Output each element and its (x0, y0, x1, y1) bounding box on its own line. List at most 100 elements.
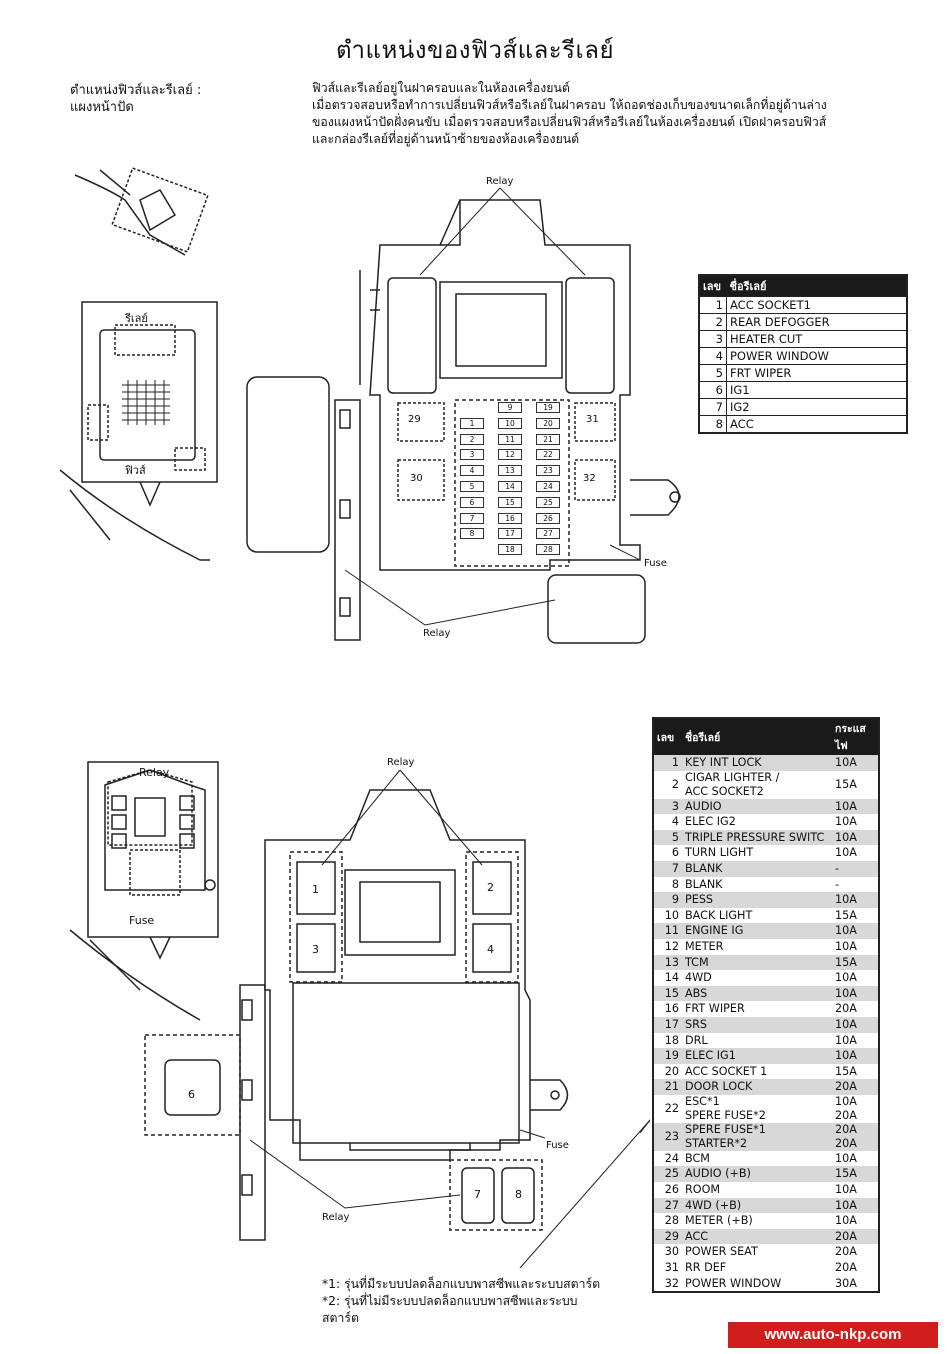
dashboard-sketch-1 (74, 167, 209, 256)
location-label: ตำแหน่งฟิวส์และรีเลย์ : แผงหน้าปัด (70, 83, 202, 115)
fuse-slot-28: 28 (536, 544, 560, 556)
inset-fuse-label-1: ฟิวส์ (125, 464, 146, 477)
relay-number: 6 (698, 381, 727, 399)
fuse-number: 28 (664, 1214, 679, 1228)
relay-8: 8 (515, 1188, 522, 1201)
fuse-slot-21: 21 (536, 433, 560, 445)
fuse-slot-22: 22 (536, 449, 560, 461)
fuse-slot-5: 5 (460, 481, 484, 492)
fuse-number: 12 (664, 939, 679, 953)
fuse-amperage: 15A (832, 1166, 879, 1183)
fuse-number: 30 (664, 1245, 679, 1259)
fuse-box-1 (359, 199, 681, 571)
relay-name: FRT WIPER (726, 364, 908, 382)
fuse-name: DOOR LOCK (682, 1079, 832, 1095)
fuse-amperage: 10A (832, 923, 879, 939)
fuse-number: 19 (653, 1048, 682, 1064)
relay-name: HEATER CUT (726, 330, 908, 348)
fuse-slot-18: 18 (498, 544, 522, 556)
fuse-number: 15 (653, 985, 682, 1002)
fuse-amperage: 20A (835, 1002, 857, 1016)
fuse-name: POWER WINDOW (685, 1276, 782, 1290)
fuse-number: 26 (664, 1183, 679, 1197)
description-line: ฟิวส์และรีเลย์อยู่ในฝาครอบและในห้องเครื่… (312, 81, 570, 95)
fuse-slot-9: 9 (498, 402, 522, 413)
fuse-name: SPERE FUSE*1 STARTER*2 (682, 1122, 832, 1151)
table2-header-name: ชื่อรีเลย์ (682, 718, 832, 755)
fuse-amperage: 10A (835, 1151, 857, 1165)
fuse-slot-14: 14 (498, 481, 522, 492)
fuse-box-diagram-1 (59, 167, 681, 644)
fuse-amperage: 10A (835, 1183, 857, 1197)
fuse-amperage: 10A (832, 985, 879, 1002)
fuse-amperage: 10A (832, 1197, 879, 1214)
fuse-slot-10: 10 (498, 417, 522, 429)
fuse-slot-17: 17 (498, 528, 522, 540)
fuse-name: ENGINE IG (682, 923, 832, 939)
table1-header-name: ชื่อรีเลย์ (726, 275, 907, 297)
fuse-slot-8: 8 (460, 528, 484, 540)
fuse-name: TRIPLE PRESSURE SWITC (682, 829, 832, 846)
fuse-number: 20 (664, 1064, 679, 1078)
relay-name: IG2 (726, 398, 908, 416)
fuse-number: 21 (653, 1079, 682, 1095)
fuse-slot-2: 2 (460, 433, 484, 445)
relay-callout-bottom-2: Relay (322, 1212, 350, 1223)
fuse-slot-27: 27 (536, 528, 560, 540)
fuse-amperage: - (835, 877, 840, 891)
fuse-box-2 (264, 789, 569, 1161)
fuse-name: ESC*1 SPERE FUSE*2 (685, 1094, 766, 1122)
fuse-number: 22 (664, 1102, 679, 1116)
fuse-number: 1 (653, 755, 682, 771)
page-title: ตำแหน่งของฟิวส์และรีเลย์ (335, 36, 615, 64)
fuse-amperage: 10A (835, 846, 857, 860)
fuse-amperage: 10A (832, 892, 879, 908)
fuse-name: CIGAR LIGHTER / ACC SOCKET2 (685, 770, 780, 798)
fuse-amperage: 15A (832, 954, 879, 971)
fuse-number: 9 (653, 892, 682, 908)
fuse-amperage: 10A (835, 971, 857, 985)
inset-relay-label-2: Relay (139, 766, 170, 779)
fuse-number: 8 (671, 877, 679, 891)
inset-panel-2 (69, 761, 219, 1021)
fuse-amperage: 10A (835, 1033, 857, 1047)
fuse-number: 13 (653, 954, 682, 971)
fuse-number: 6 (671, 846, 679, 860)
fuse-30: 30 (410, 473, 423, 484)
description-line: เมื่อตรวจสอบหรือทำการเปลี่ยนฟิวส์หรือรีเ… (312, 98, 827, 112)
fuse-number: 3 (653, 798, 682, 815)
footnote-1: *1: รุ่นที่มีระบบปลดล็อกแบบพาสซีพและระบบ… (322, 1277, 601, 1291)
fuse-name: BLANK (685, 877, 723, 891)
website-link[interactable]: www.auto-nkp.com (728, 1322, 938, 1348)
fuse-name: DRL (685, 1033, 708, 1047)
fuse-amperage: 15A (835, 1064, 857, 1078)
fuse-number: 11 (653, 923, 682, 939)
fuse-amperage: 20A (832, 1079, 879, 1095)
fuse-slot-19: 19 (536, 402, 560, 413)
fuse-number: 27 (653, 1197, 682, 1214)
fuse-number: 29 (653, 1228, 682, 1245)
relay-callout-bottom-1: Relay (423, 628, 451, 639)
relay-block-bottom-1 (547, 574, 646, 644)
fuse-amperage: 10A 20A (835, 1094, 857, 1122)
relay-number: 2 (698, 313, 727, 331)
fuse-name: ACC (682, 1228, 832, 1245)
fuse-amperage: 10A (835, 939, 857, 953)
fuse-name: SRS (682, 1016, 832, 1033)
